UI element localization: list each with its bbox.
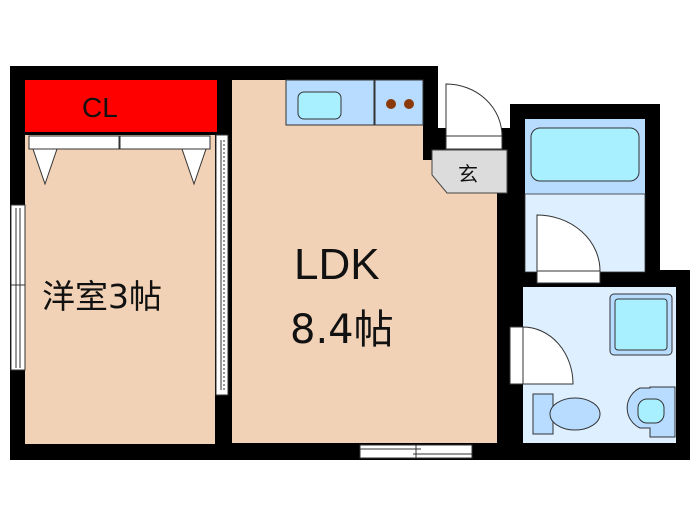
bathroom-door[interactable] [536, 214, 601, 284]
ldk-size-label: 8.4帖 [290, 307, 394, 353]
ldk-label: LDK [294, 240, 380, 289]
closet [25, 80, 217, 132]
bathroom [524, 119, 646, 273]
stove-burner-icon [404, 99, 414, 109]
sink-unit-icon [626, 386, 676, 438]
washroom-door[interactable] [509, 326, 574, 385]
entrance-label: 玄 [458, 162, 478, 186]
sliding-door[interactable] [215, 134, 229, 396]
ldk-floor [232, 80, 497, 443]
entrance-door[interactable] [445, 83, 503, 150]
entrance-floor [431, 149, 508, 194]
toilet-icon [532, 393, 601, 435]
kitchen-counter [285, 79, 424, 126]
window-south [359, 444, 473, 459]
stove-burner-icon [386, 99, 396, 109]
closet-doors[interactable] [28, 135, 211, 186]
closet-label: CL [82, 92, 118, 123]
washroom [523, 287, 676, 443]
window-west [10, 204, 26, 371]
bathtub-icon [530, 127, 640, 182]
western-room-floor [25, 135, 215, 444]
sink-icon [297, 91, 342, 120]
western-room-label: 洋室3帖 [42, 277, 162, 316]
